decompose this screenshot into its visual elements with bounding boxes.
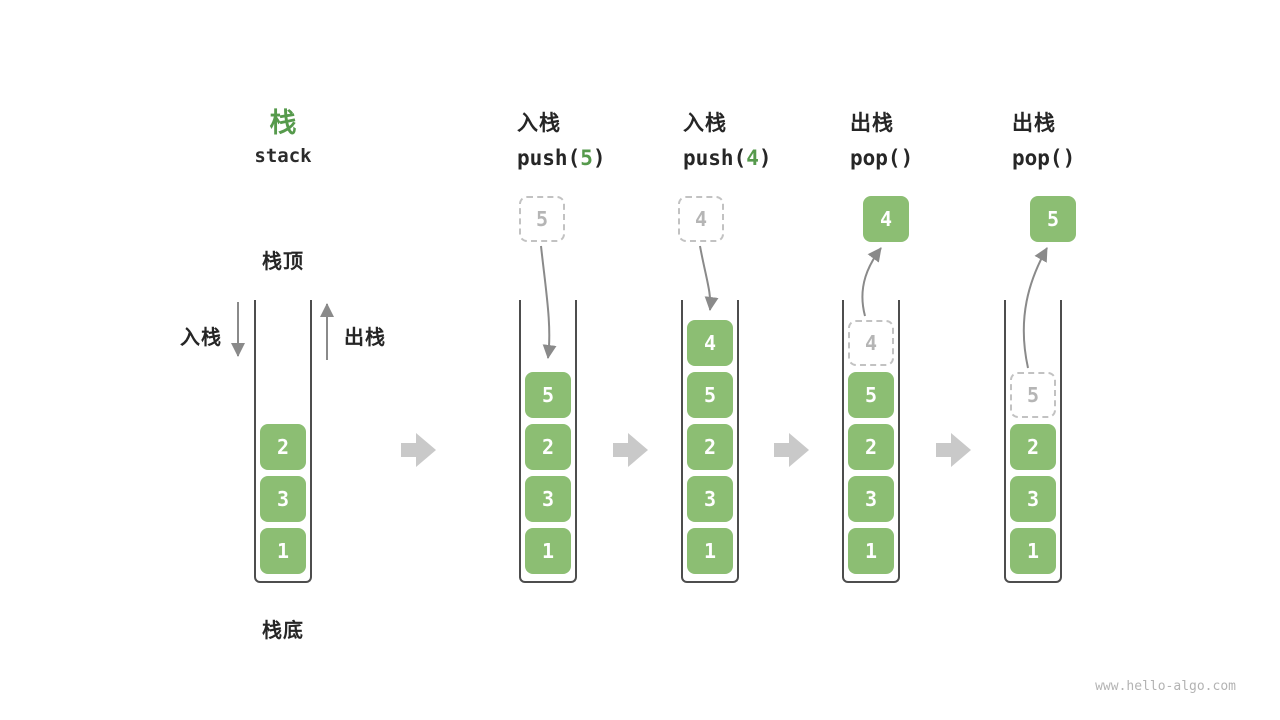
stack-cell: 3 [687, 476, 733, 522]
operation-arg: 5 [580, 146, 593, 170]
ghost-cell: 5 [1010, 372, 1056, 418]
operation-code: pop() [1012, 146, 1076, 170]
floating-value-box: 4 [678, 196, 724, 242]
stack-cell: 1 [525, 528, 571, 574]
operation-label: 出栈 [850, 111, 894, 135]
stack-cell: 2 [260, 424, 306, 470]
operation-label: 入栈 [517, 111, 561, 135]
stack-cell: 5 [525, 372, 571, 418]
ghost-cell: 4 [848, 320, 894, 366]
operation-label: 入栈 [683, 111, 727, 135]
stack-cell: 1 [848, 528, 894, 574]
push-direction-label: 入栈 [180, 325, 222, 349]
stack-top-label: 栈顶 [262, 249, 304, 273]
floating-value-box: 4 [863, 196, 909, 242]
step-arrow-icon [401, 433, 436, 467]
stack-bottom-label: 栈底 [262, 618, 304, 642]
operation-header-push-5: 入栈 push(5) [517, 107, 606, 170]
stack-cell: 5 [848, 372, 894, 418]
operation-code: pop() [850, 146, 914, 170]
step-arrow-icon [613, 433, 648, 467]
stack-cell: 3 [1010, 476, 1056, 522]
pop-direction-label: 出栈 [344, 325, 386, 349]
operation-code: push(4) [683, 146, 772, 170]
stack-cell: 3 [525, 476, 571, 522]
floating-value-box: 5 [519, 196, 565, 242]
stack-cell: 5 [687, 372, 733, 418]
watermark: www.hello-algo.com [1095, 679, 1236, 694]
stack-cell: 1 [687, 528, 733, 574]
stack-cell: 4 [687, 320, 733, 366]
stack-cell: 2 [1010, 424, 1056, 470]
diagram-title: 栈 [269, 108, 297, 139]
step-arrow-icon [774, 433, 809, 467]
stack-cell: 2 [848, 424, 894, 470]
floating-value-box: 5 [1030, 196, 1076, 242]
step-arrow-icon [936, 433, 971, 467]
operation-label: 出栈 [1012, 111, 1056, 135]
operation-code: push(5) [517, 146, 606, 170]
stack-cell: 2 [525, 424, 571, 470]
diagram-subtitle: stack [254, 145, 312, 167]
operation-header-pop-second: 出栈 pop() [1012, 107, 1075, 170]
stack-cell: 3 [848, 476, 894, 522]
stack-cell: 1 [1010, 528, 1056, 574]
stack-cell: 2 [687, 424, 733, 470]
operation-header-push-4: 入栈 push(4) [683, 107, 772, 170]
stack-cell: 1 [260, 528, 306, 574]
operation-arg: 4 [746, 146, 759, 170]
stack-cell: 3 [260, 476, 306, 522]
operation-header-pop-first: 出栈 pop() [850, 107, 913, 170]
